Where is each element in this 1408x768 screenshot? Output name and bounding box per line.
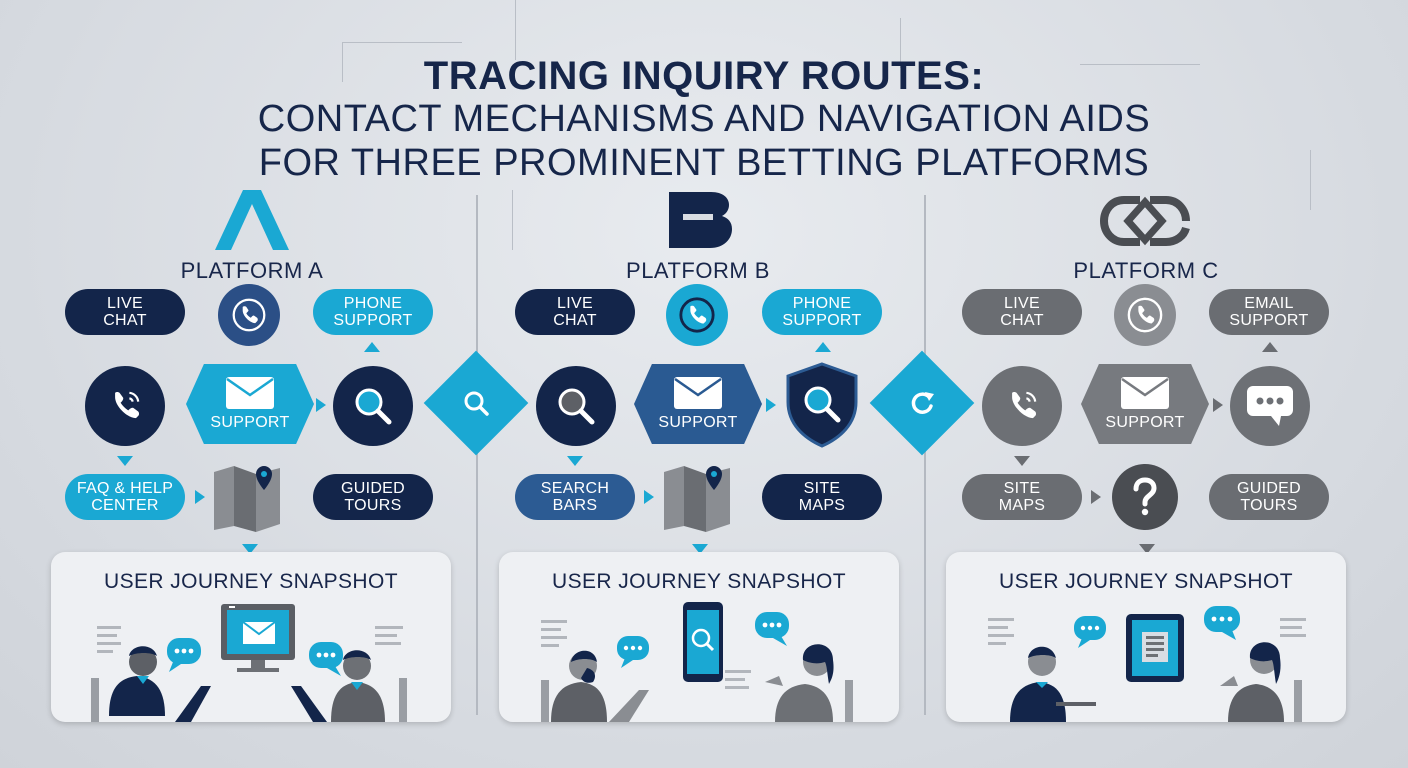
arrow-right — [644, 490, 654, 504]
arrow-right — [195, 490, 205, 504]
platform-a-name: PLATFORM A — [180, 258, 324, 283]
connector-refresh — [902, 383, 942, 423]
search-circle[interactable] — [536, 366, 616, 446]
support-label: SUPPORT — [658, 414, 738, 431]
phone-support-pill[interactable]: PHONE SUPPORT — [762, 289, 882, 335]
arrow-up — [815, 342, 831, 352]
platform-c-logo — [1100, 196, 1190, 246]
phone-support-pill[interactable]: PHONE SUPPORT — [313, 289, 433, 335]
support-label: SUPPORT — [210, 414, 290, 431]
arrow-up — [1262, 342, 1278, 352]
decor-line — [900, 18, 901, 68]
email-support-pill[interactable]: EMAIL SUPPORT — [1209, 289, 1329, 335]
user-journey-snapshot: USER JOURNEY SNAPSHOT — [946, 552, 1346, 722]
phone-circle-large[interactable] — [85, 366, 165, 446]
arrow-down — [692, 544, 708, 554]
live-chat-pill[interactable]: LIVE CHAT — [65, 289, 185, 335]
platform-b-logo — [669, 192, 732, 248]
arrow-down — [1139, 544, 1155, 554]
phone-icon — [115, 391, 140, 419]
shield-magnifier-icon[interactable] — [784, 362, 860, 448]
page-subtitle-line-2: FOR THREE PROMINENT BETTING PLATFORMS — [258, 142, 1150, 184]
decor-line — [1310, 150, 1311, 210]
phone-icon — [232, 298, 266, 332]
guided-tours-pill[interactable]: GUIDED TOURS — [1209, 474, 1329, 520]
chat-circle[interactable] — [1230, 366, 1310, 446]
user-journey-illustration — [988, 606, 1306, 722]
phone-circle[interactable] — [218, 284, 280, 346]
search-circle[interactable] — [333, 366, 413, 446]
envelope-icon — [674, 377, 722, 409]
platform-b-name: PLATFORM B — [626, 258, 770, 283]
support-hexagon[interactable]: SUPPORT — [1081, 364, 1209, 444]
arrow-down — [117, 456, 133, 466]
arrow-up — [364, 342, 380, 352]
faq-help-center-pill[interactable]: FAQ & HELP CENTER — [65, 474, 185, 520]
snapshot-title: USER JOURNEY SNAPSHOT — [999, 570, 1293, 593]
magnifier-icon — [558, 388, 595, 425]
column-divider — [924, 195, 926, 715]
refresh-icon — [911, 392, 934, 414]
user-journey-snapshot: USER JOURNEY SNAPSHOT — [499, 552, 899, 722]
search-bars-pill[interactable]: SEARCH BARS — [515, 474, 635, 520]
arrow-right — [316, 398, 326, 412]
user-journey-illustration — [541, 602, 853, 722]
question-mark-icon — [1133, 477, 1157, 516]
decor-line — [515, 0, 516, 60]
page-subtitle-line-1: CONTACT MECHANISMS AND NAVIGATION AIDS — [257, 98, 1151, 140]
arrow-down — [567, 456, 583, 466]
connector-magnifier — [456, 383, 496, 423]
magnifier-icon — [464, 391, 489, 416]
map-pin-icon — [214, 466, 280, 532]
arrow-right — [1213, 398, 1223, 412]
envelope-icon — [1121, 377, 1169, 409]
site-maps-pill[interactable]: SITE MAPS — [762, 474, 882, 520]
snapshot-title: USER JOURNEY SNAPSHOT — [552, 570, 846, 593]
arrow-down — [1014, 456, 1030, 466]
live-chat-pill[interactable]: LIVE CHAT — [962, 289, 1082, 335]
phone-icon — [1012, 391, 1037, 419]
snapshot-title: USER JOURNEY SNAPSHOT — [104, 570, 398, 593]
phone-circle-large[interactable] — [982, 366, 1062, 446]
platform-a-logo — [215, 190, 289, 250]
phone-icon — [679, 297, 715, 333]
guided-tours-pill[interactable]: GUIDED TOURS — [313, 474, 433, 520]
live-chat-pill[interactable]: LIVE CHAT — [515, 289, 635, 335]
decor-line — [1080, 64, 1200, 65]
decor-line — [512, 190, 513, 250]
arrow-right — [1091, 490, 1101, 504]
user-journey-illustration — [91, 604, 407, 722]
arrow-right — [766, 398, 776, 412]
phone-circle[interactable] — [1114, 284, 1176, 346]
phone-icon — [1127, 297, 1163, 333]
decor-line — [342, 42, 462, 43]
arrow-down — [242, 544, 258, 554]
support-label: SUPPORT — [1105, 414, 1185, 431]
page-title: TRACING INQUIRY ROUTES: — [423, 54, 985, 98]
site-maps-pill[interactable]: SITE MAPS — [962, 474, 1082, 520]
help-circle[interactable] — [1112, 464, 1178, 530]
magnifier-icon — [355, 388, 392, 425]
decor-line — [342, 42, 343, 82]
phone-circle[interactable] — [666, 284, 728, 346]
support-hexagon[interactable]: SUPPORT — [634, 364, 762, 444]
column-divider — [476, 195, 478, 715]
platform-c-name: PLATFORM C — [1073, 258, 1219, 283]
chat-bubble-icon — [1247, 386, 1293, 426]
user-journey-snapshot: USER JOURNEY SNAPSHOT — [51, 552, 451, 722]
envelope-icon — [226, 377, 274, 409]
support-hexagon[interactable]: SUPPORT — [186, 364, 314, 444]
map-pin-icon — [664, 466, 730, 532]
